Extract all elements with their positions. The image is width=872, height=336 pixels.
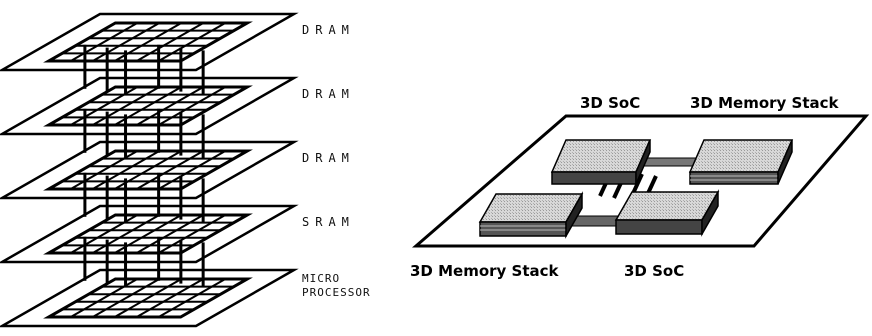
die-3d-memory-stack-bottom [480,194,582,236]
label-3d-soc-bottom: 3D SoC [624,262,684,280]
layer-label-microprocessor-line2: PROCESSOR [302,286,371,299]
die-3d-soc-top [552,140,650,184]
layer-dram-1 [2,14,294,70]
layer-label-dram-3: DRAM [302,151,355,165]
layer-dram-3 [2,142,294,198]
label-3d-soc-top: 3D SoC [580,94,640,112]
layer-label-dram-2: DRAM [302,87,355,101]
layer-label-sram: SRAM [302,215,355,229]
package-diagram: 3D SoC 3D Memory Stack 3D Memory Stack 3… [410,94,866,280]
label-3d-memory-stack-top: 3D Memory Stack [690,94,840,112]
layer-label-dram-1: DRAM [302,23,355,37]
layer-stack: DRAM DRAM DRAM SRAM MICRO PROCESSOR [2,14,371,326]
layer-microprocessor [2,270,294,326]
label-3d-memory-stack-bottom: 3D Memory Stack [410,262,560,280]
die-3d-memory-stack-top [690,140,792,184]
layer-label-microprocessor-line1: MICRO [302,272,340,285]
layer-sram [2,206,294,262]
die-3d-soc-bottom [616,192,718,234]
layer-dram-2 [2,78,294,134]
